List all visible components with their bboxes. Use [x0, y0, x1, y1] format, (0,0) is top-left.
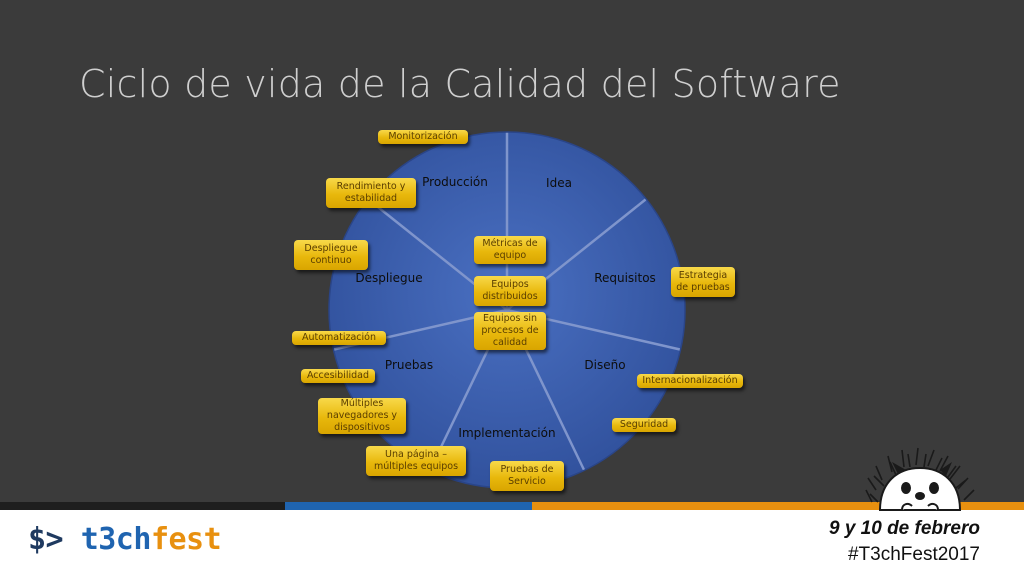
- t3chfest-logo: $> t3chfest: [28, 522, 222, 557]
- wheel-segment-label: Producción: [422, 175, 488, 189]
- side-tag: Pruebas de Servicio: [490, 461, 564, 491]
- center-tag: Equipos distribuidos: [474, 276, 546, 306]
- footer-bar-blue: [285, 502, 532, 510]
- wheel-segment-label: Despliegue: [355, 271, 423, 285]
- wheel-segment-label: Requisitos: [594, 271, 656, 285]
- side-tag: Accesibilidad: [301, 369, 375, 383]
- side-tag: Automatización: [292, 331, 386, 345]
- side-tag: Rendimiento y estabilidad: [326, 178, 416, 208]
- side-tag: Monitorización: [378, 130, 468, 144]
- wheel-segment-label: Diseño: [584, 358, 626, 372]
- side-tag: Múltiples navegadores y dispositivos: [318, 398, 406, 434]
- wheel-segment-label: Idea: [546, 176, 572, 190]
- side-tag: Una página – múltiples equipos: [366, 446, 466, 476]
- side-tag: Seguridad: [612, 418, 676, 432]
- wheel-segment-label: Pruebas: [384, 358, 434, 372]
- event-date: 9 y 10 de febrero: [828, 518, 980, 539]
- center-tag: Métricas de equipo: [474, 236, 546, 264]
- hedgehog-mascot-icon: [865, 447, 975, 511]
- logo-t3ch: t3ch: [80, 522, 152, 557]
- slide-title: Ciclo de vida de la Calidad del Software: [79, 62, 841, 106]
- footer-bar-dark: [0, 502, 285, 510]
- footer: [0, 510, 1024, 576]
- center-tag: Equipos sin procesos de calidad: [474, 312, 546, 350]
- logo-fest: fest: [150, 522, 222, 557]
- footer-bar-orange: [532, 502, 1024, 510]
- logo-prompt: $>: [28, 522, 64, 557]
- side-tag: Internacionalización: [637, 374, 743, 388]
- event-hashtag: #T3chFest2017: [847, 544, 980, 565]
- side-tag: Despliegue continuo: [294, 240, 368, 270]
- wheel-segment-label: Implementación: [458, 426, 556, 440]
- side-tag: Estrategia de pruebas: [671, 267, 735, 297]
